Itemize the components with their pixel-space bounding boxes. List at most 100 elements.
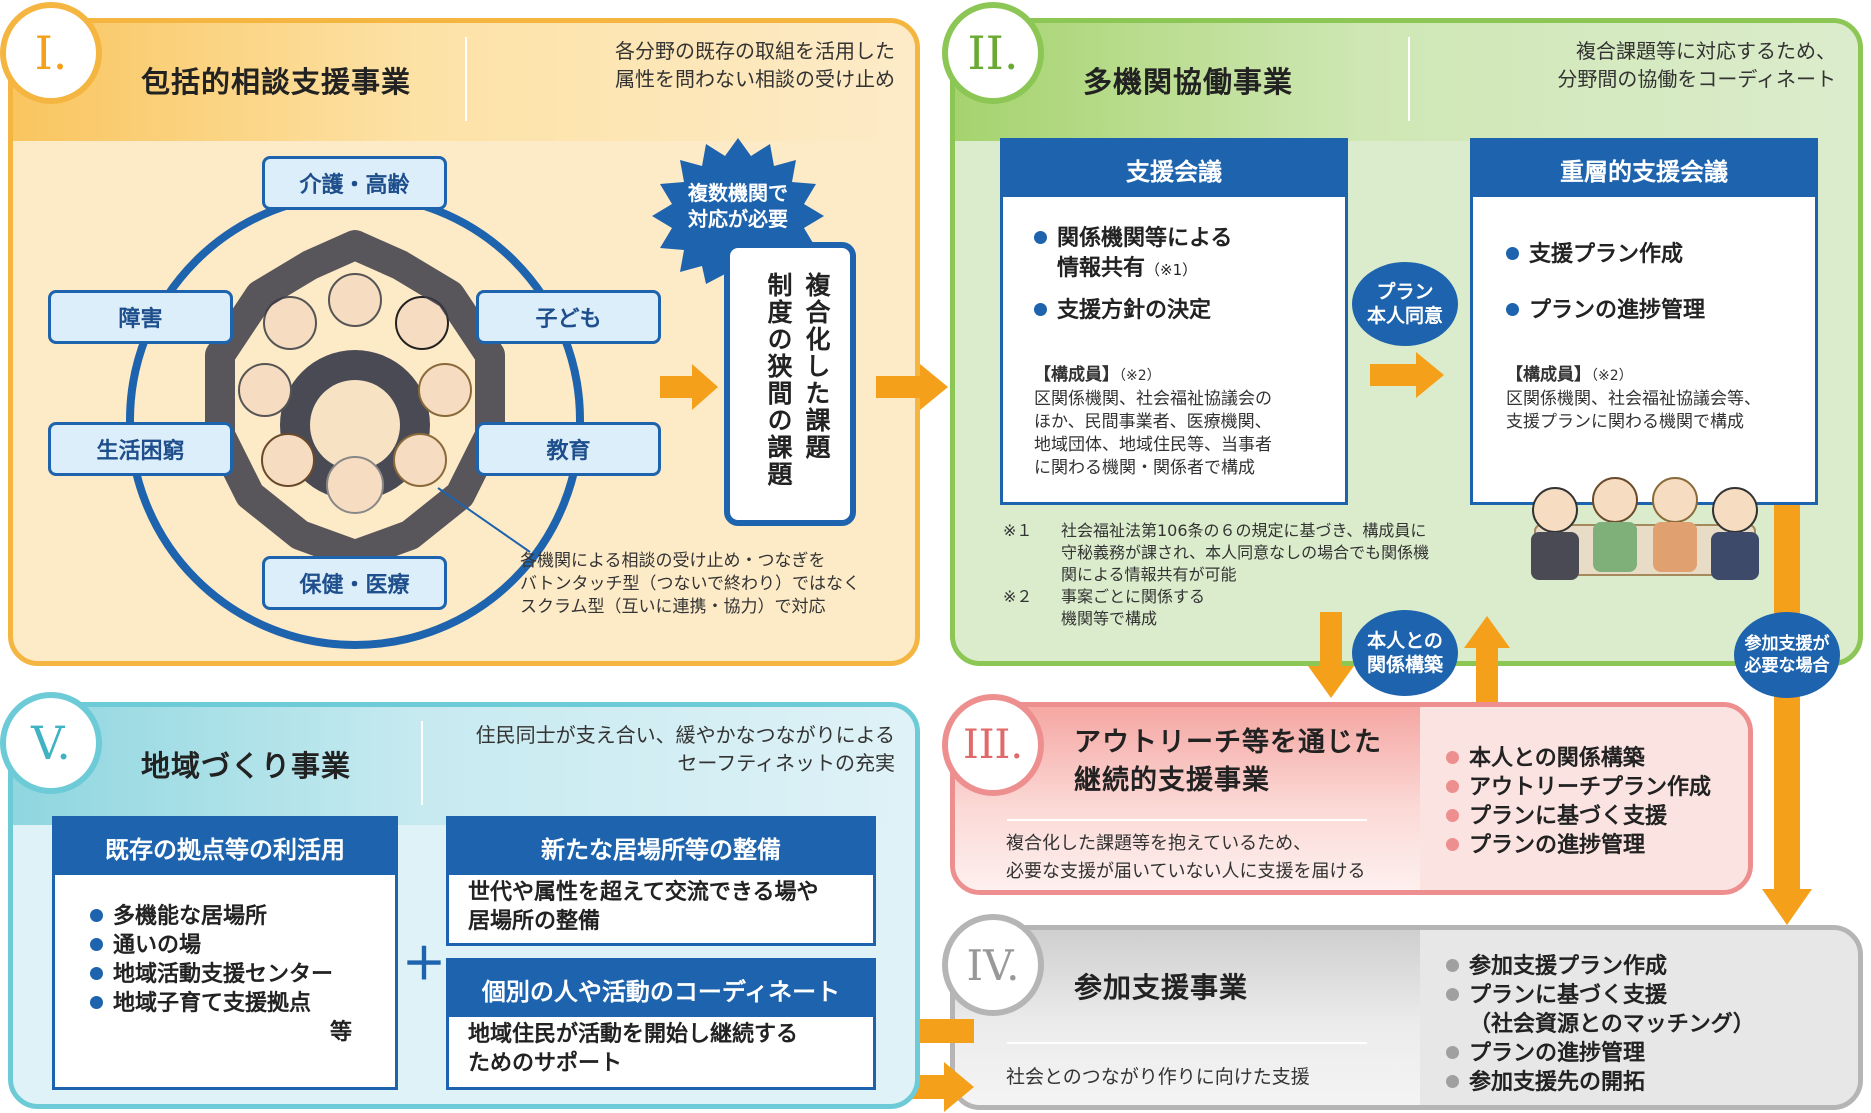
section-4-number: IV.	[942, 914, 1044, 1016]
members-line: ほか、民間事業者、医療機関、	[1034, 412, 1272, 432]
subtitle-line: 属性を問わない相談の受け止め	[615, 67, 895, 91]
bullet-dot-icon	[1034, 230, 1047, 244]
arrow-down-long-icon	[1762, 505, 1812, 925]
new-places-body: 世代や属性を超えて交流できる場や 居場所の整備	[468, 878, 818, 936]
footnote-line: 関による情報共有が可能	[1061, 565, 1237, 584]
starburst-text: 複数機関で 対応が必要	[658, 180, 818, 232]
arrow-right-icon	[1370, 352, 1444, 398]
plus-icon: ＋	[402, 939, 446, 990]
list-item: プランの進捗管理	[1446, 1039, 1755, 1068]
bullet-dot-icon	[90, 995, 103, 1009]
desc-line: 必要な支援が届いていない人に支援を届ける	[1006, 861, 1366, 882]
section-3-title: アウトリーチ等を通じた 継続的支援事業	[1074, 724, 1382, 800]
list-item: 地域活動支援センター	[90, 960, 333, 989]
support-meeting-members: 【構成員】（※2） 区関係機関、社会福祉協議会の ほか、民間事業者、医療機関、 …	[1034, 364, 1334, 480]
item-text: 参加支援プラン作成	[1469, 954, 1668, 979]
members-line: 地域団体、地域住民等、当事者	[1034, 435, 1272, 455]
participation-badge: 参加支援が 必要な場合	[1734, 612, 1840, 698]
members-note: （※2）	[1119, 368, 1161, 384]
section-4-title: 参加支援事業	[1074, 971, 1249, 1004]
existing-hubs-box: 既存の拠点等の利活用	[52, 816, 398, 1090]
badge-line: 必要な場合	[1744, 656, 1830, 676]
badge-line: 複数機関で	[688, 181, 788, 205]
multilayer-meeting-header: 重層的支援会議	[1473, 141, 1815, 197]
list-item-sub: （社会資源とのマッチング）	[1469, 1012, 1755, 1037]
bullet-dot-icon	[90, 966, 103, 980]
item-text: 本人との関係構築	[1469, 746, 1645, 771]
members-label: 【構成員】	[1506, 365, 1591, 385]
meeting-illustration	[1531, 477, 1759, 580]
note-line: スクラム型（互いに連携・協力）で対応	[520, 597, 826, 617]
body-line: 居場所の整備	[468, 909, 601, 934]
list-item: プランの進捗管理	[1446, 831, 1711, 860]
title-line: アウトリーチ等を通じた	[1074, 727, 1382, 758]
list-item: プランに基づく支援	[1446, 802, 1711, 831]
footnote-line: 事案ごとに関係する	[1061, 587, 1206, 606]
note-line: バトンタッチ型（つないで終わり）ではなく	[520, 574, 860, 594]
section-2-header-bg	[955, 23, 1858, 141]
bullet-dot-icon	[90, 908, 103, 922]
list-item: 本人との関係構築	[1446, 744, 1711, 773]
badge-line: プラン	[1376, 281, 1434, 303]
category-hoken-iryo: 保健・医療	[262, 556, 447, 610]
subtitle-line: セーフティネットの充実	[677, 751, 895, 775]
header-divider	[465, 37, 467, 121]
item-text: 地域活動支援センター	[113, 962, 334, 987]
support-meeting-bullet-2: 支援方針の決定	[1034, 296, 1211, 326]
category-kodomo: 子ども	[476, 290, 661, 344]
badge-line: 本人との	[1367, 630, 1443, 652]
people-illustration	[205, 230, 505, 570]
section-5-title: 地域づくり事業	[141, 749, 352, 783]
section-3-right-bg	[1420, 707, 1748, 890]
bullet-text: 情報共有	[1057, 256, 1146, 281]
multilayer-bullet-1: 支援プラン作成	[1506, 240, 1683, 270]
body-line: 地域住民が活動を開始し継続する	[468, 1022, 799, 1047]
item-text: 地域子育て支援拠点	[113, 991, 312, 1016]
category-kaigo: 介護・高齢	[262, 156, 447, 210]
support-meeting-box: 支援会議	[1000, 138, 1348, 505]
bullet-dot-icon	[1034, 302, 1047, 316]
item-text: 参加支援先の開拓	[1469, 1070, 1646, 1095]
bullet-dot-icon	[1446, 958, 1459, 972]
support-meeting-bullet-1: 関係機関等による 情報共有（※1）	[1034, 224, 1232, 285]
bullet-dot-icon	[1506, 246, 1519, 260]
item-text: プランに基づく支援	[1469, 804, 1668, 829]
footnote-line: 機関等で構成	[1061, 609, 1158, 628]
scrum-note: 各機関による相談の受け止め・つなぎを バトンタッチ型（つないで終わり）ではなく …	[520, 550, 900, 619]
list-item: 多機能な居場所	[90, 902, 333, 931]
category-kyoiku: 教育	[476, 422, 661, 476]
item-text: 多機能な居場所	[113, 904, 268, 929]
section-3-divider	[1007, 819, 1367, 821]
section-5-number: V.	[0, 692, 102, 794]
arrow-right-icon	[876, 364, 948, 410]
footnote-line: 守秘義務が課され、本人同意なしの場合でも関係機	[1061, 543, 1430, 562]
list-item: 参加支援プラン作成	[1446, 952, 1755, 981]
arrow-up-icon	[1464, 616, 1510, 702]
footnote-mark: ※１	[1003, 521, 1033, 540]
members-label: 【構成員】	[1034, 365, 1119, 385]
existing-hubs-items: 多機能な居場所 通いの場 地域活動支援センター 地域子育て支援拠点	[90, 902, 333, 1018]
coordinate-header: 個別の人や活動のコーディネート	[449, 961, 873, 1017]
section-2-number: II.	[942, 2, 1044, 104]
bullet-text: 関係機関等による	[1057, 226, 1233, 251]
coordinate-box: 個別の人や活動のコーディネート	[446, 958, 876, 1090]
issue-text-1: 複合化した課題	[802, 272, 831, 461]
section-5-header-bg	[13, 707, 915, 825]
members-line: 支援プランに関わる機関で構成	[1506, 412, 1744, 432]
arrow-down-icon	[1308, 612, 1354, 698]
note-line: 各機関による相談の受け止め・つなぎを	[520, 551, 826, 571]
new-places-header: 新たな居場所等の整備	[449, 819, 873, 875]
item-text: プランの進捗管理	[1469, 1041, 1646, 1066]
section-1-title: 包括的相談支援事業	[141, 65, 412, 99]
etc-label: 等	[330, 1020, 353, 1045]
list-item: 地域子育て支援拠点	[90, 989, 333, 1018]
plan-consent-badge: プラン 本人同意	[1352, 262, 1458, 346]
section-1-header-bg	[13, 23, 915, 141]
bullet-note: （※1）	[1145, 261, 1198, 279]
note-leader-line	[437, 487, 531, 553]
body-line: ためのサポート	[468, 1051, 623, 1076]
section-5-subtitle: 住民同士が支え合い、緩やかなつながりによる セーフティネットの充実	[415, 721, 895, 777]
issue-box: 複合化した課題 制度の狭間の課題	[724, 242, 856, 526]
section-3-items: 本人との関係構築 アウトリーチプラン作成 プランに基づく支援 プランの進捗管理	[1446, 744, 1711, 860]
